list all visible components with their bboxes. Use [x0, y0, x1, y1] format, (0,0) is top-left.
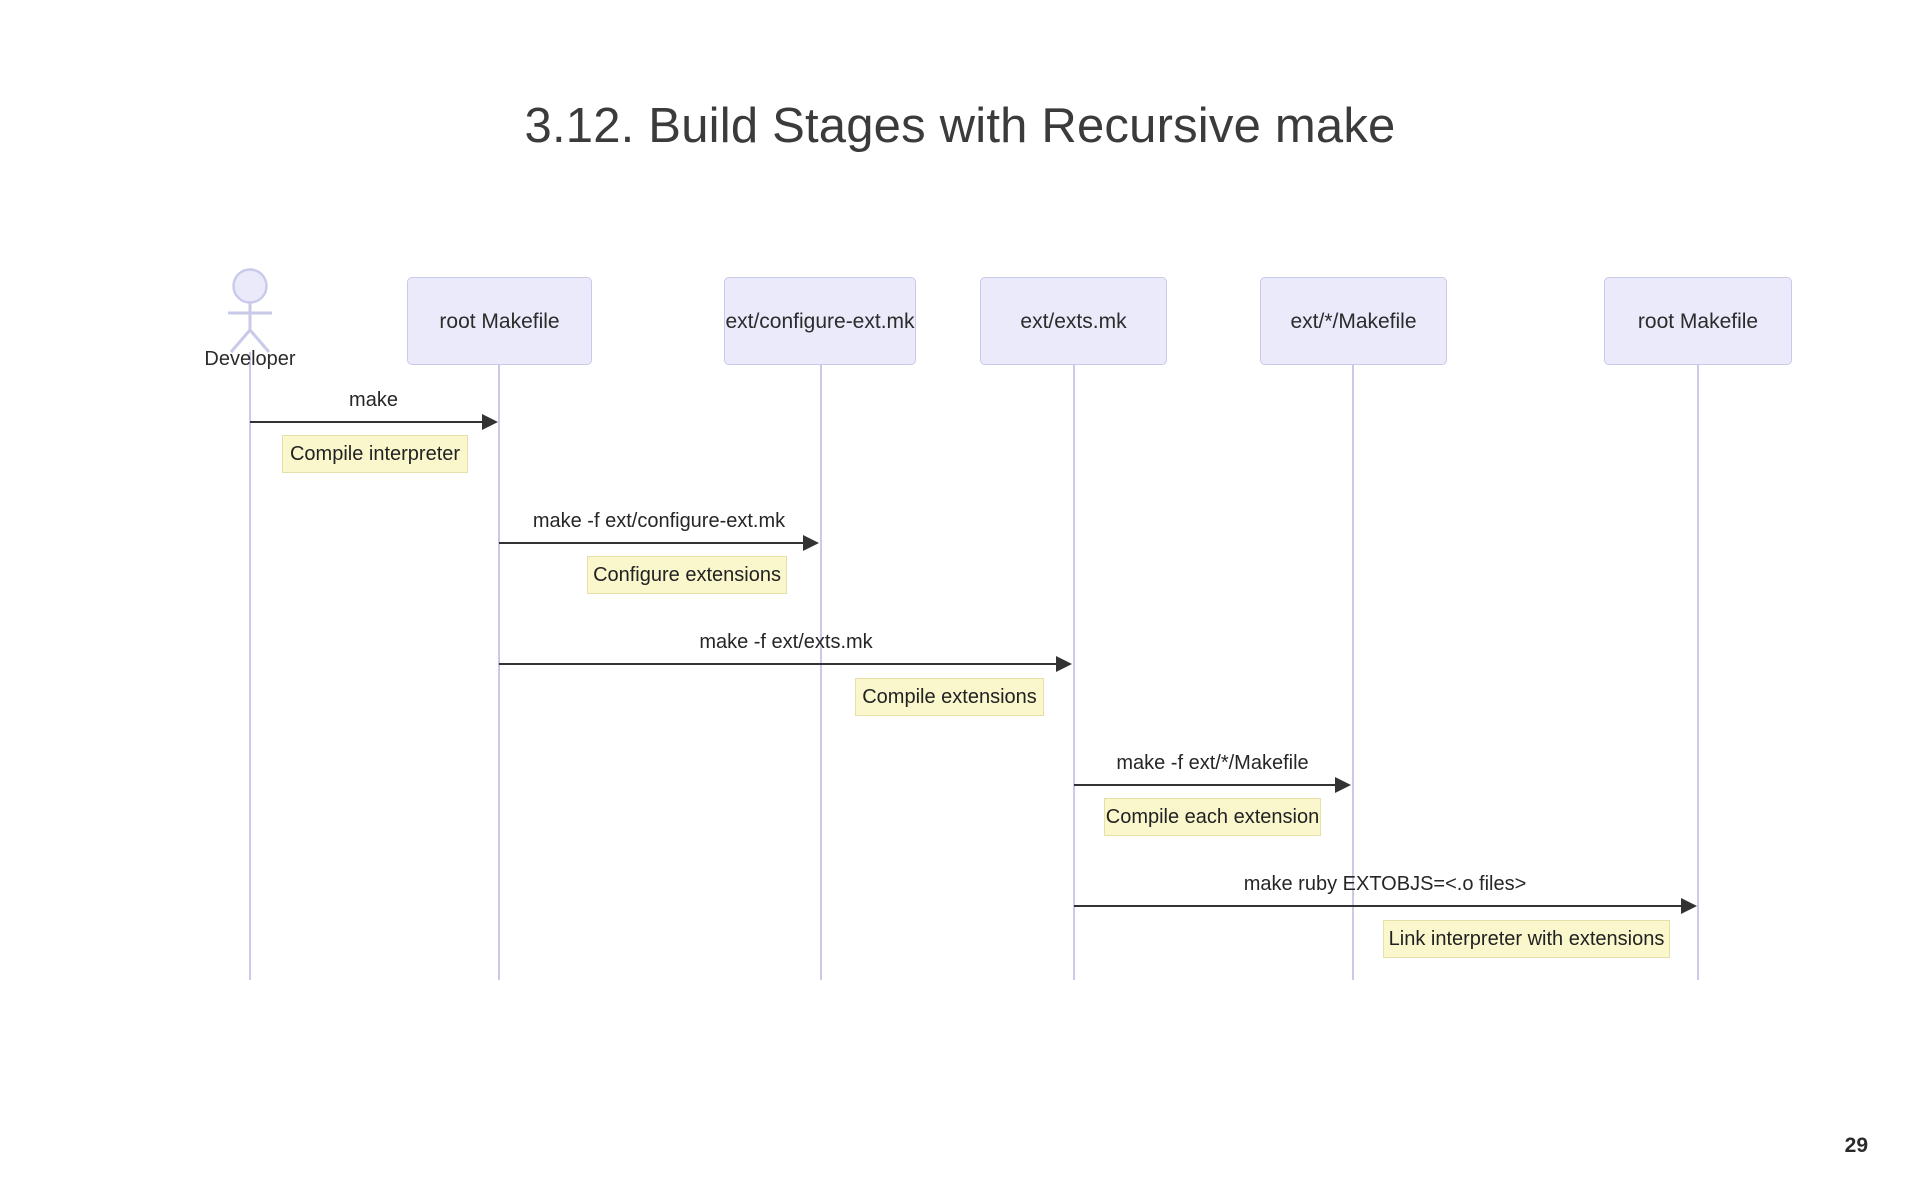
message-line-5 [1074, 905, 1683, 908]
note-2: Configure extensions [587, 556, 787, 594]
message-line-3 [499, 663, 1058, 666]
participant-label: root Makefile [439, 309, 560, 333]
participant-label: ext/configure-ext.mk [725, 309, 915, 333]
message-label-1: make [349, 389, 398, 411]
lifeline-configure-ext [820, 364, 822, 980]
note-4: Compile each extension [1104, 798, 1321, 836]
message-label-3: make -f ext/exts.mk [699, 631, 873, 653]
lifeline-ext-makefile [1352, 364, 1354, 980]
message-line-1 [250, 421, 484, 424]
lifeline-root-makefile-1 [498, 364, 500, 980]
participant-exts-mk[interactable]: ext/exts.mk [980, 277, 1167, 365]
message-arrowhead-4 [1335, 777, 1351, 793]
note-text: Configure extensions [593, 564, 781, 586]
message-arrowhead-2 [803, 535, 819, 551]
participant-root-makefile-1[interactable]: root Makefile [407, 277, 592, 365]
message-line-4 [1074, 784, 1337, 787]
message-arrowhead-5 [1681, 898, 1697, 914]
participant-label: ext/exts.mk [1020, 309, 1127, 333]
page-title: 3.12. Build Stages with Recursive make [524, 99, 1396, 153]
message-label-2: make -f ext/configure-ext.mk [532, 510, 786, 532]
lifeline-developer [249, 352, 251, 980]
participant-configure-ext[interactable]: ext/configure-ext.mk [724, 277, 916, 365]
actor-developer [208, 268, 292, 354]
actor-developer-label: Developer [204, 348, 296, 370]
message-arrowhead-1 [482, 414, 498, 430]
participant-root-makefile-2[interactable]: root Makefile [1604, 277, 1792, 365]
message-label-4: make -f ext/*/Makefile [1116, 752, 1309, 774]
actor-stick-figure-icon [228, 268, 272, 353]
participant-label: ext/*/Makefile [1290, 309, 1417, 333]
note-3: Compile extensions [855, 678, 1044, 716]
message-line-2 [499, 542, 805, 545]
message-label-5: make ruby EXTOBJS=<.o files> [1243, 873, 1527, 895]
note-text: Compile each extension [1105, 806, 1320, 828]
note-text: Link interpreter with extensions [1388, 928, 1665, 950]
note-1: Compile interpreter [282, 435, 468, 473]
message-arrowhead-3 [1056, 656, 1072, 672]
page-number: 29 [1844, 1134, 1868, 1157]
lifeline-exts-mk [1073, 364, 1075, 980]
note-text: Compile interpreter [289, 443, 461, 465]
note-text: Compile extensions [862, 686, 1037, 708]
participant-label: root Makefile [1637, 309, 1759, 333]
participant-ext-makefile[interactable]: ext/*/Makefile [1260, 277, 1447, 365]
note-5: Link interpreter with extensions [1383, 920, 1670, 958]
lifeline-root-makefile-2 [1697, 364, 1699, 980]
